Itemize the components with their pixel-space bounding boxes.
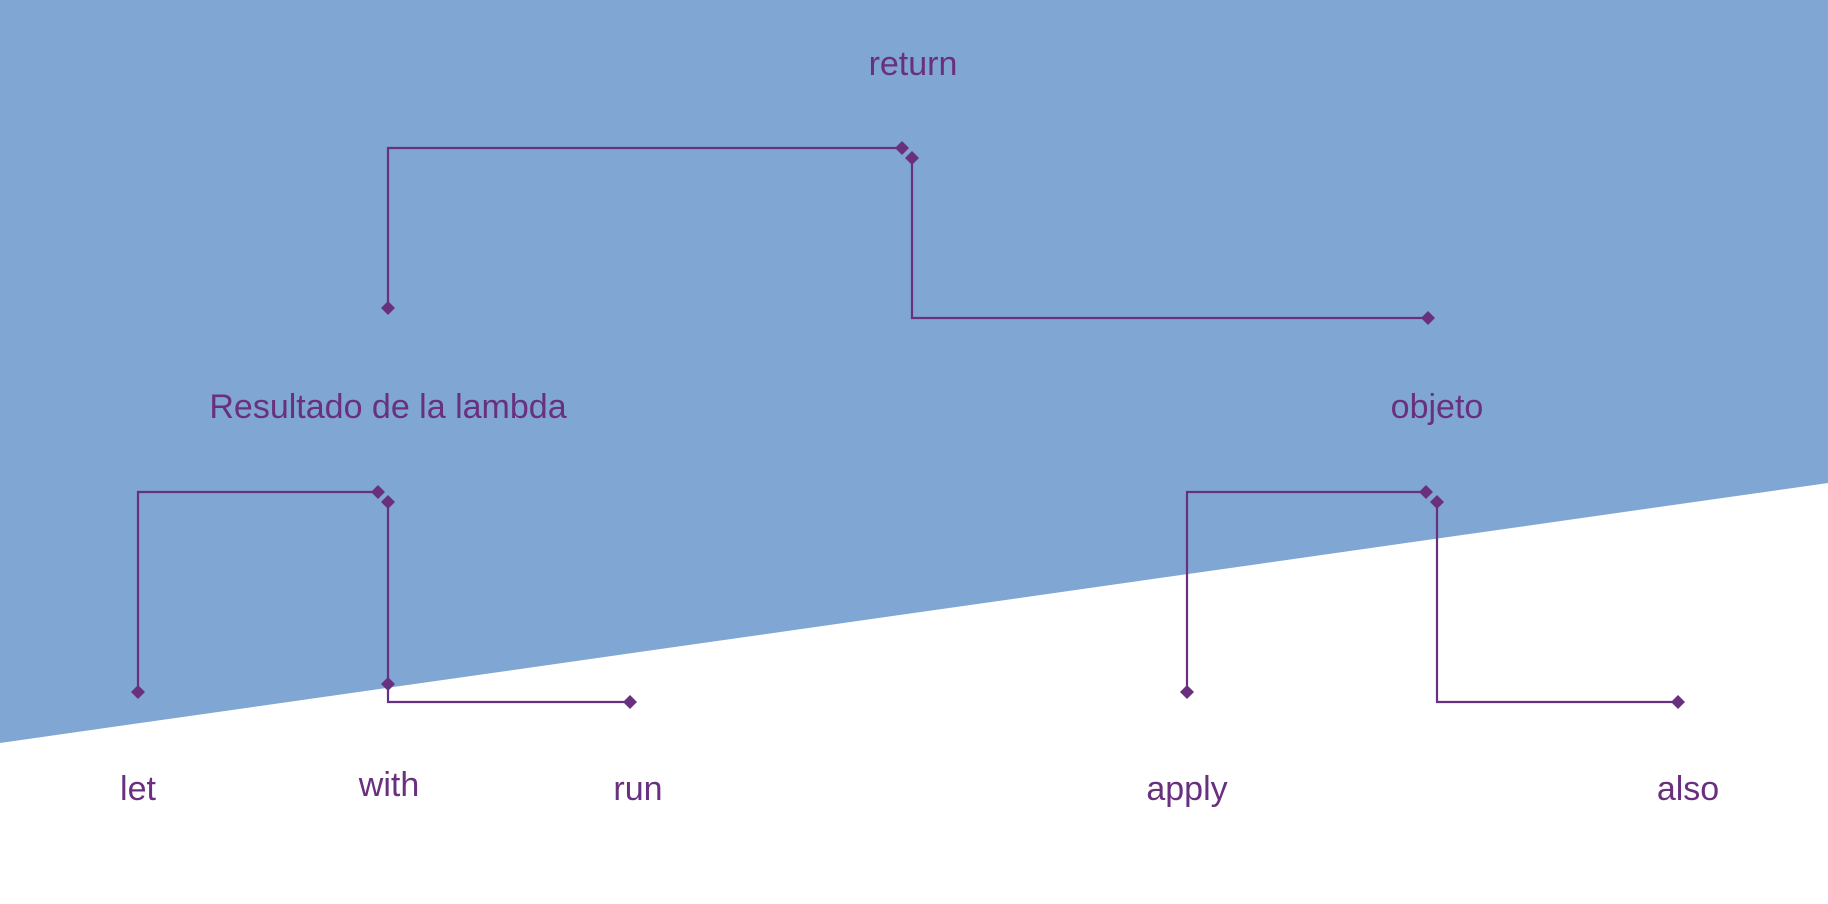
marker-apply <box>1180 685 1194 699</box>
label-with: with <box>358 766 419 804</box>
marker-right-branch-top <box>1421 311 1435 325</box>
label-resultado-de-la-lambda: Resultado de la lambda <box>209 388 566 426</box>
connector-right-also <box>1435 500 1678 704</box>
labels: return Resultado de la lambda objeto let… <box>120 45 1719 808</box>
label-also: also <box>1657 770 1719 808</box>
marker-left-b <box>381 495 395 509</box>
label-return: return <box>869 45 958 83</box>
marker-with <box>381 677 395 691</box>
connector-root-left <box>386 146 902 308</box>
marker-let <box>131 685 145 699</box>
marker-left-a <box>371 485 385 499</box>
connector-left-with-run <box>386 500 630 704</box>
label-objeto: objeto <box>1391 388 1484 426</box>
connector-right-apply <box>1185 490 1426 692</box>
label-apply: apply <box>1146 770 1227 808</box>
connectors <box>136 146 1678 704</box>
marker-right-a <box>1419 485 1433 499</box>
marker-run <box>623 695 637 709</box>
marker-left-branch-top <box>381 301 395 315</box>
connector-root-right <box>910 156 1428 320</box>
markers <box>131 141 1685 709</box>
label-run: run <box>613 770 662 808</box>
marker-root-a <box>895 141 909 155</box>
marker-right-b <box>1430 495 1444 509</box>
marker-root-b <box>905 151 919 165</box>
label-let: let <box>120 770 156 808</box>
background-blue-region <box>0 0 1828 743</box>
marker-also <box>1671 695 1685 709</box>
connector-left-let <box>136 490 378 692</box>
